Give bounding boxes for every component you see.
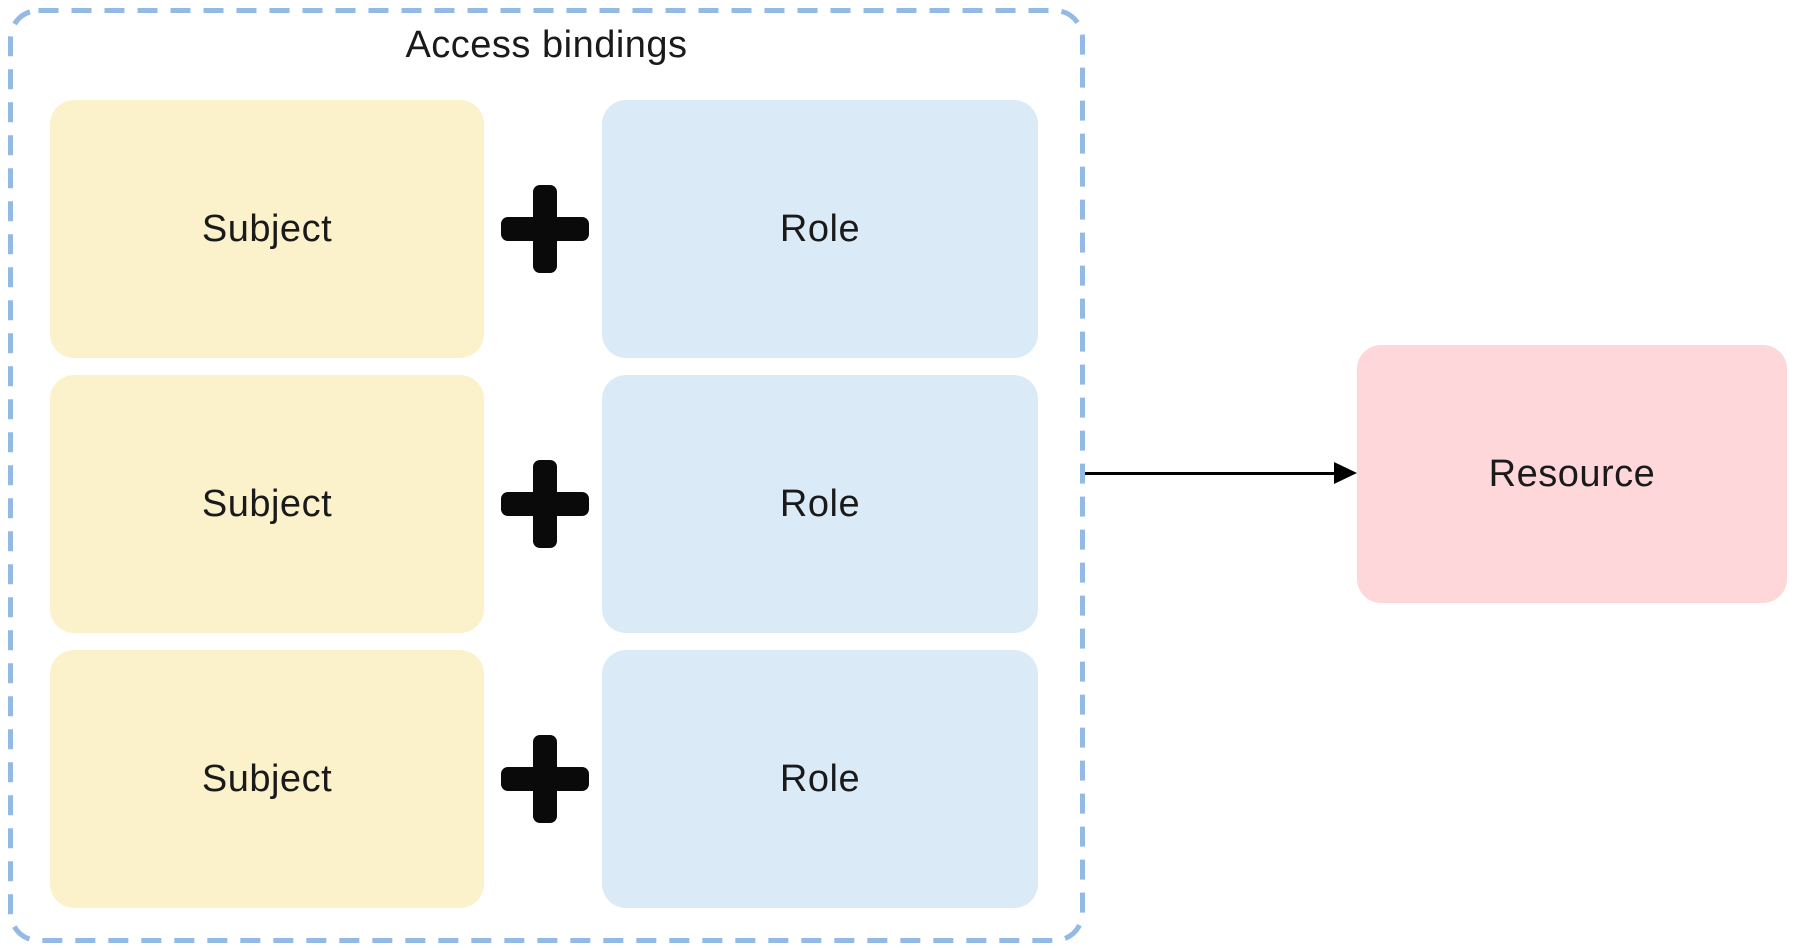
arrow-line <box>1085 471 1337 475</box>
role-label: Role <box>779 482 861 525</box>
arrow-head-icon <box>1334 462 1357 484</box>
subject-box: Subject <box>50 650 484 908</box>
plus-icon <box>501 185 589 273</box>
binding-row: Subject Role <box>0 375 1100 633</box>
role-label: Role <box>779 757 861 800</box>
subject-box: Subject <box>50 375 484 633</box>
resource-box: Resource <box>1357 345 1787 603</box>
plus-icon <box>501 735 589 823</box>
role-box: Role <box>602 375 1038 633</box>
access-bindings-title: Access bindings <box>405 24 688 66</box>
subject-box: Subject <box>50 100 484 358</box>
binding-row: Subject Role <box>0 100 1100 358</box>
subject-label: Subject <box>201 757 333 800</box>
subject-label: Subject <box>201 482 333 525</box>
bindings-to-resource-arrow <box>1085 453 1357 493</box>
resource-label: Resource <box>1488 452 1656 495</box>
plus-icon <box>501 460 589 548</box>
role-label: Role <box>779 207 861 250</box>
role-box: Role <box>602 650 1038 908</box>
subject-label: Subject <box>201 207 333 250</box>
binding-row: Subject Role <box>0 650 1100 908</box>
role-box: Role <box>602 100 1038 358</box>
